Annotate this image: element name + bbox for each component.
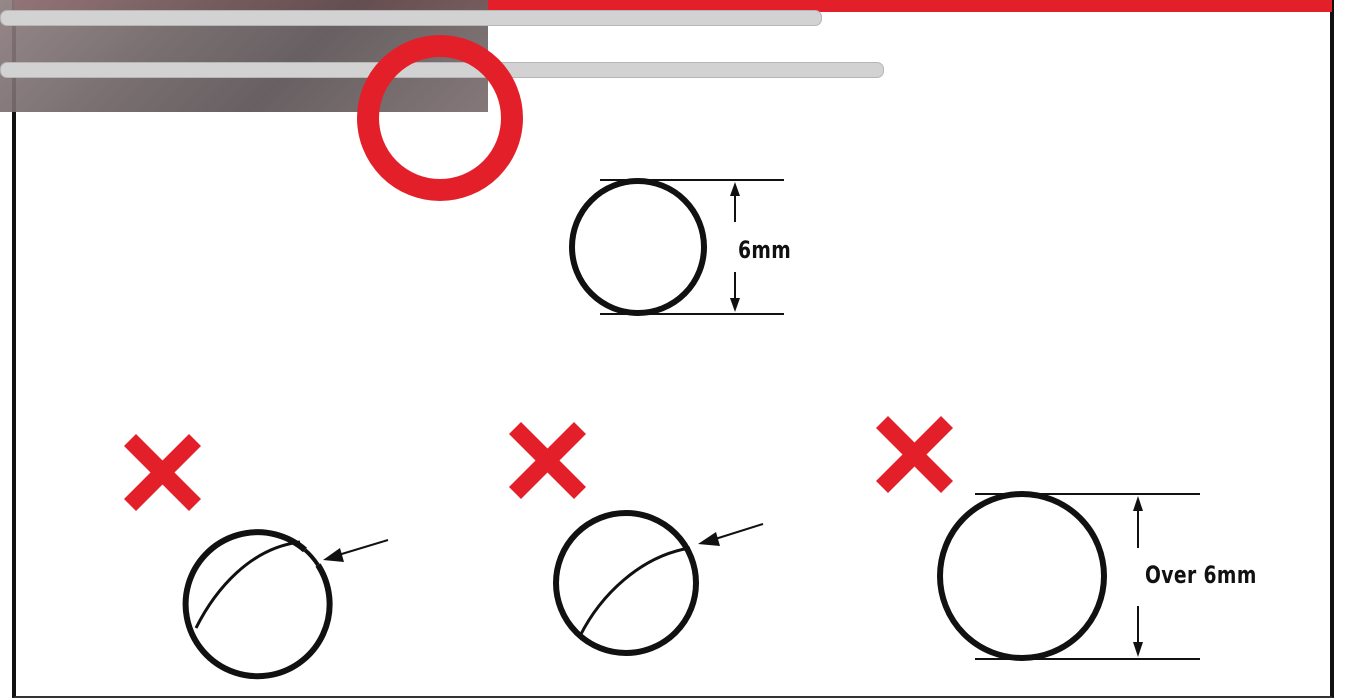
bad-ring-overlapped — [186, 532, 388, 676]
arrow-icon — [712, 524, 763, 540]
label-6mm: 6mm — [738, 236, 791, 264]
arrow-up-icon — [730, 182, 740, 196]
red-x-icon — [882, 422, 947, 487]
bad-ring-oversize — [940, 494, 1104, 658]
arrow-down-icon — [1133, 642, 1143, 657]
red-x-icon — [515, 428, 580, 493]
red-x-icon — [130, 440, 195, 505]
arrow-down-icon — [730, 298, 740, 312]
arrow-icon — [335, 540, 388, 556]
red-ring-logo-icon — [368, 46, 512, 190]
bad-ring-cracked — [556, 513, 763, 653]
correct-ring — [572, 181, 704, 313]
arrow-up-icon — [1133, 496, 1143, 511]
label-over-6mm: Over 6mm — [1145, 561, 1257, 589]
